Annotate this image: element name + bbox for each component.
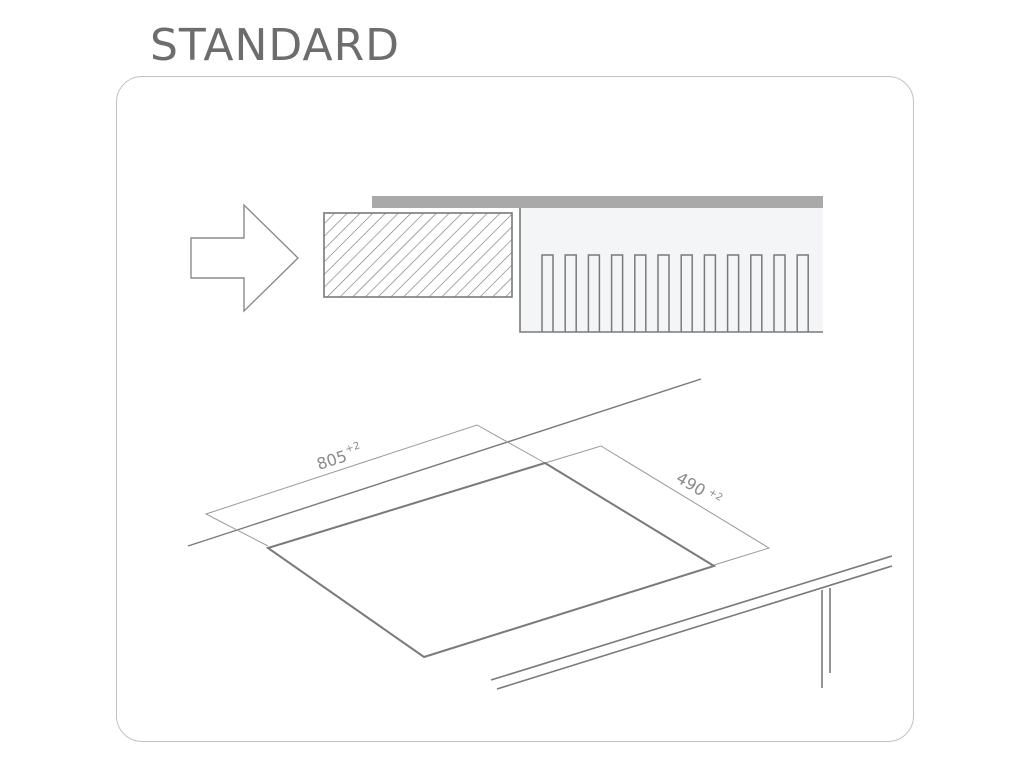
cooling-fin — [796, 254, 809, 332]
cooling-fin — [773, 254, 786, 332]
diagram-frame — [116, 76, 914, 742]
cooling-fin — [587, 254, 601, 332]
hob-cross-section-icon — [372, 196, 823, 333]
dimension-frame-width — [204, 424, 546, 547]
cooling-fin — [564, 254, 577, 332]
dimension-label-width: 805+2 — [314, 440, 364, 473]
countertop-front-edge-bottom — [496, 565, 893, 690]
tolerance-depth: +2 — [706, 487, 724, 504]
page-title: STANDARD — [150, 20, 401, 71]
worktop-cutout-hatched — [323, 212, 513, 298]
cooling-fin — [541, 254, 554, 332]
dimension-frame-depth — [544, 445, 771, 566]
hob-body — [520, 208, 823, 332]
cooling-fin — [726, 254, 740, 332]
cooling-fin — [703, 254, 717, 332]
cooling-fin — [657, 254, 670, 332]
perspective-view: 805+2 490+2 — [187, 378, 893, 690]
worktop-bar — [372, 196, 823, 208]
arrow-right-outline-icon — [190, 203, 299, 313]
countertop-front-edge-top — [490, 555, 893, 681]
hob-outline — [519, 208, 823, 333]
hob-top-surface — [265, 461, 717, 659]
cooling-fin — [680, 254, 693, 332]
dimension-label-depth: 490+2 — [673, 468, 725, 510]
cooling-fins — [541, 254, 809, 332]
tolerance-width: +2 — [344, 440, 361, 455]
cooling-fin — [750, 254, 763, 332]
cooling-fin — [610, 254, 624, 332]
cooling-fin — [634, 254, 647, 332]
countertop-back-edge — [187, 378, 702, 547]
